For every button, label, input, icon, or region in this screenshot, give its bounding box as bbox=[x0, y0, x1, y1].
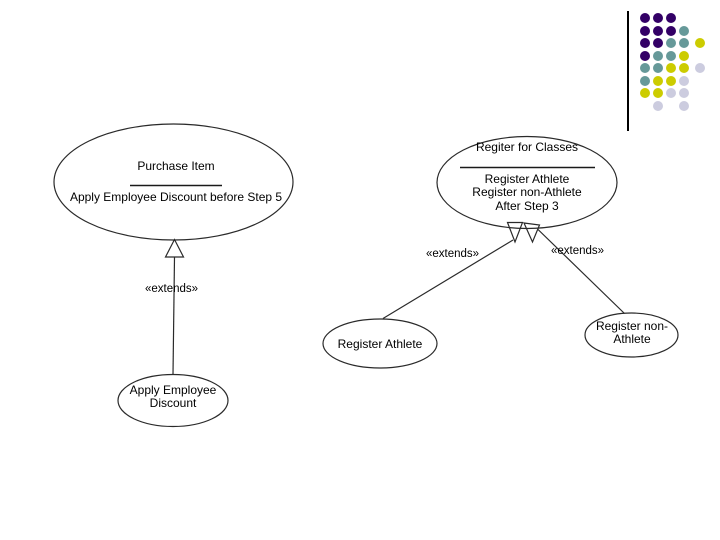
extends-connector-register-athlete bbox=[382, 239, 514, 320]
register-for-classes-title: Regiter for Classes bbox=[475, 140, 579, 154]
decorative-dot bbox=[640, 50, 650, 61]
decorative-dot-grid bbox=[640, 13, 712, 113]
decorative-dot bbox=[666, 50, 676, 61]
register-athlete-label: Register Athlete bbox=[337, 337, 423, 351]
decorative-dot bbox=[679, 25, 689, 36]
register-for-classes-extension-notes: Register Athlete Register non-Athlete Af… bbox=[427, 171, 627, 214]
extension-note-line: After Step 3 bbox=[495, 198, 559, 213]
decorative-vertical-line bbox=[627, 11, 629, 131]
extends-connector-register-non-athlete bbox=[536, 228, 625, 314]
decorative-dot bbox=[666, 25, 676, 36]
decorative-dot bbox=[653, 63, 663, 73]
decorative-dot bbox=[640, 88, 650, 98]
decorative-dot bbox=[679, 50, 689, 61]
purchase-item-extension-note: Apply Employee Discount before Step 5 bbox=[69, 189, 283, 204]
purchase-item-usecase-ellipse bbox=[53, 123, 294, 241]
register-for-classes-usecase-ellipse bbox=[436, 135, 618, 230]
purchase-item-title: Purchase Item bbox=[137, 159, 215, 173]
decorative-dot bbox=[653, 13, 663, 23]
extends-connector-left-diagram bbox=[172, 256, 176, 375]
decorative-dot bbox=[666, 38, 676, 48]
decorative-dot bbox=[640, 25, 650, 36]
decorative-dot bbox=[679, 88, 689, 98]
decorative-dot bbox=[679, 63, 689, 73]
register-non-athlete-label: Register non-Athlete bbox=[595, 319, 669, 346]
extends-label-non-athlete: «extends» bbox=[550, 245, 605, 257]
decorative-dot bbox=[666, 13, 676, 23]
extends-label-athlete: «extends» bbox=[425, 248, 480, 260]
decorative-dot bbox=[653, 50, 663, 61]
decorative-dot bbox=[666, 88, 676, 98]
decorative-dot bbox=[666, 63, 676, 73]
decorative-dot bbox=[695, 38, 705, 48]
decorative-dot bbox=[679, 38, 689, 48]
apply-employee-discount-usecase-ellipse bbox=[117, 373, 229, 428]
extension-note-line: Register Athlete bbox=[484, 171, 570, 186]
extension-note-line: Register non-Athlete bbox=[472, 185, 582, 199]
decorative-dot bbox=[653, 25, 663, 36]
decorative-dot bbox=[640, 38, 650, 48]
decorative-dot bbox=[653, 100, 663, 111]
decorative-dot bbox=[653, 38, 663, 48]
triangle-arrowhead-left-diagram bbox=[164, 238, 185, 258]
decorative-dot bbox=[640, 75, 650, 86]
decorative-dot bbox=[653, 88, 663, 98]
triangle-arrowhead-non-athlete bbox=[523, 222, 541, 244]
register-non-athlete-usecase-ellipse bbox=[584, 312, 679, 358]
decorative-dot bbox=[695, 63, 705, 73]
decorative-dot bbox=[640, 63, 650, 73]
decorative-dot bbox=[640, 13, 650, 23]
decorative-dot bbox=[679, 75, 689, 86]
decorative-dot bbox=[679, 100, 689, 111]
triangle-arrowhead-athlete bbox=[506, 221, 524, 244]
decorative-dot bbox=[653, 75, 663, 86]
decorative-dot bbox=[666, 75, 676, 86]
extends-label-left-diagram: «extends» bbox=[144, 283, 199, 295]
register-athlete-usecase-ellipse bbox=[322, 318, 438, 369]
apply-employee-discount-label: Apply Employee Discount bbox=[129, 383, 217, 410]
